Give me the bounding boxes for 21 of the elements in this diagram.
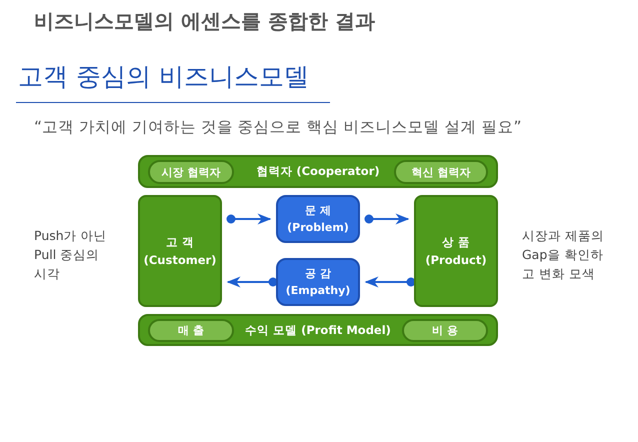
pill-label: 혁신 협력자	[394, 160, 488, 184]
arrow	[226, 213, 272, 225]
side-note: 시장과 제품의 Gap을 확인하고 변화 모색	[522, 227, 605, 283]
side-note: Push가 아닌 Pull 중심의 시각	[34, 227, 108, 283]
cooperator-band	[138, 155, 498, 188]
customer-box: 고 객 (Customer)	[138, 195, 222, 307]
quote-text: “고객 가치에 기여하는 것을 중심으로 핵심 비즈니스모델 설계 필요”	[34, 117, 522, 138]
pill-label: 비 용	[402, 319, 488, 342]
profit-model-band	[138, 314, 498, 346]
heading: 고객 중심의 비즈니스모델	[18, 61, 309, 93]
band-label: 수익 모델 (Profit Model)	[245, 322, 391, 338]
pill-label: 시장 협력자	[148, 160, 234, 184]
arrow	[364, 213, 410, 225]
product-box: 상 품 (Product)	[414, 195, 498, 307]
band-label: 협력자 (Cooperator)	[256, 164, 380, 179]
arrow	[226, 276, 278, 288]
arrow	[364, 276, 416, 288]
problem-box: 문 제 (Problem)	[276, 195, 360, 243]
empathy-box: 공 감 (Empathy)	[276, 258, 360, 306]
title: 비즈니스모델의 에센스를 종합한 결과	[34, 8, 375, 35]
pill-label: 매 출	[148, 319, 234, 342]
